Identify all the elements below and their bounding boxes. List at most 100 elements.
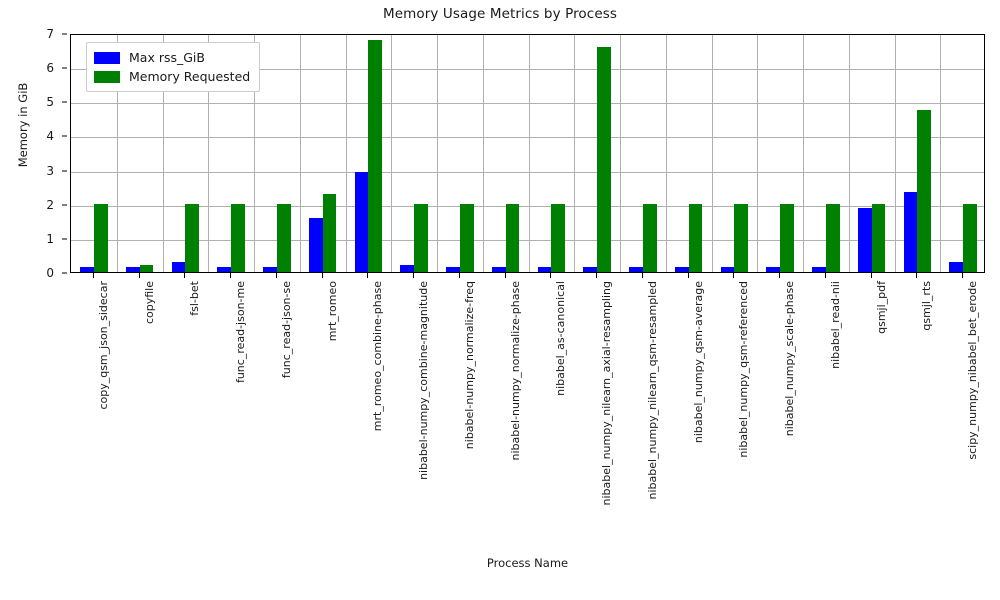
bar-group	[620, 35, 666, 272]
bar	[903, 192, 918, 272]
x-tick-label: func_read-json-me	[234, 281, 248, 384]
x-tick-label: copy_qsm_json_sidecar	[96, 281, 110, 410]
y-tick-label: 6	[46, 61, 54, 76]
gridline-vertical	[574, 35, 576, 272]
x-tick-mark	[641, 273, 643, 278]
gridline-vertical	[208, 35, 210, 272]
bar-group	[346, 35, 392, 272]
gridline-horizontal	[71, 171, 984, 173]
y-tick-mark	[62, 204, 67, 206]
y-tick-mark	[62, 170, 67, 172]
legend-entry: Max rss_GiB	[94, 48, 250, 67]
bar	[857, 207, 872, 272]
x-tick-mark	[275, 273, 277, 278]
gridline-vertical	[482, 35, 484, 272]
legend-entry: Memory Requested	[94, 67, 250, 86]
bar	[368, 39, 383, 272]
gridline-vertical	[620, 35, 621, 272]
bar-group	[940, 35, 984, 272]
bar	[597, 47, 611, 272]
x-tick-label: nibabel-numpy_normalize-freq	[462, 281, 476, 450]
gridline-vertical	[528, 35, 530, 272]
bar-group	[712, 35, 758, 272]
x-tick-mark	[504, 273, 506, 278]
bar	[459, 203, 474, 272]
x-tick-label: func_read-json-se	[279, 281, 293, 379]
bar-group	[666, 35, 712, 272]
x-tick-mark	[230, 273, 232, 278]
gridline-vertical	[848, 35, 850, 272]
bar-group	[117, 35, 163, 272]
legend-swatch-icon	[94, 70, 120, 83]
bar	[263, 266, 277, 272]
x-axis-tick-marks	[70, 273, 985, 279]
bar	[674, 266, 689, 272]
x-tick-label: mrt_romeo_combine-phase	[371, 281, 385, 432]
bar	[400, 264, 415, 272]
bar	[308, 218, 323, 272]
y-tick-mark	[62, 67, 67, 69]
y-tick-label: 5	[46, 95, 54, 110]
bar	[505, 203, 520, 272]
gridline-vertical	[757, 35, 759, 272]
x-tick-label: nibabel_numpy_qsm-referenced	[737, 281, 751, 458]
bar-group	[254, 35, 300, 272]
gridline-vertical	[345, 35, 347, 272]
chart-legend: Max rss_GiB Memory Requested	[86, 42, 261, 92]
bar	[80, 266, 94, 272]
x-tick-mark	[596, 273, 598, 278]
x-tick-mark	[550, 273, 552, 278]
bar	[185, 203, 200, 272]
x-tick-mark	[824, 273, 826, 278]
bar-group	[483, 35, 529, 272]
bar	[825, 203, 840, 272]
gridline-vertical	[116, 35, 118, 272]
bar	[812, 266, 826, 272]
bar	[231, 203, 245, 272]
bar-group	[849, 35, 895, 272]
x-tick-mark	[184, 273, 186, 278]
bar-group	[529, 35, 575, 272]
x-tick-mark	[779, 273, 781, 278]
bar-group	[757, 35, 803, 272]
y-tick-label: 0	[46, 266, 54, 280]
y-tick-label: 1	[46, 231, 54, 246]
gridline-vertical	[437, 35, 438, 272]
bar-group	[574, 35, 620, 272]
x-tick-label: nibabel-numpy_combine-magnitude	[417, 281, 431, 480]
bar	[491, 266, 506, 272]
bar	[642, 203, 657, 272]
bar	[276, 203, 291, 272]
y-tick-label: 3	[46, 163, 54, 178]
gridline-horizontal	[71, 103, 984, 105]
bar	[949, 261, 964, 272]
legend-label: Memory Requested	[129, 69, 251, 84]
gridline-vertical	[162, 35, 164, 272]
gridline-horizontal	[71, 205, 984, 207]
bar	[734, 203, 749, 272]
x-tick-label: nibabel_as-canonical	[554, 281, 568, 396]
bar	[139, 264, 154, 272]
x-tick-mark	[92, 273, 94, 278]
y-tick-label: 7	[46, 27, 54, 41]
x-tick-label: nibabel_numpy_scale-phase	[783, 281, 797, 437]
bar	[583, 266, 598, 272]
x-tick-label: nibabel_numpy_nilearn_qsm-resampled	[645, 281, 659, 500]
x-tick-mark	[138, 273, 140, 278]
bar-group	[391, 35, 437, 272]
chart-title: Memory Usage Metrics by Process	[382, 6, 617, 22]
gridline-vertical	[254, 35, 255, 272]
bar-group	[895, 35, 941, 272]
bar	[414, 203, 428, 272]
gridline-vertical	[894, 35, 896, 272]
bar	[171, 261, 186, 272]
y-tick-mark	[62, 135, 67, 137]
y-tick-mark	[62, 272, 67, 274]
bar	[629, 266, 643, 272]
bar	[688, 203, 703, 272]
gridline-vertical	[391, 35, 393, 272]
gridline-vertical	[803, 35, 804, 272]
